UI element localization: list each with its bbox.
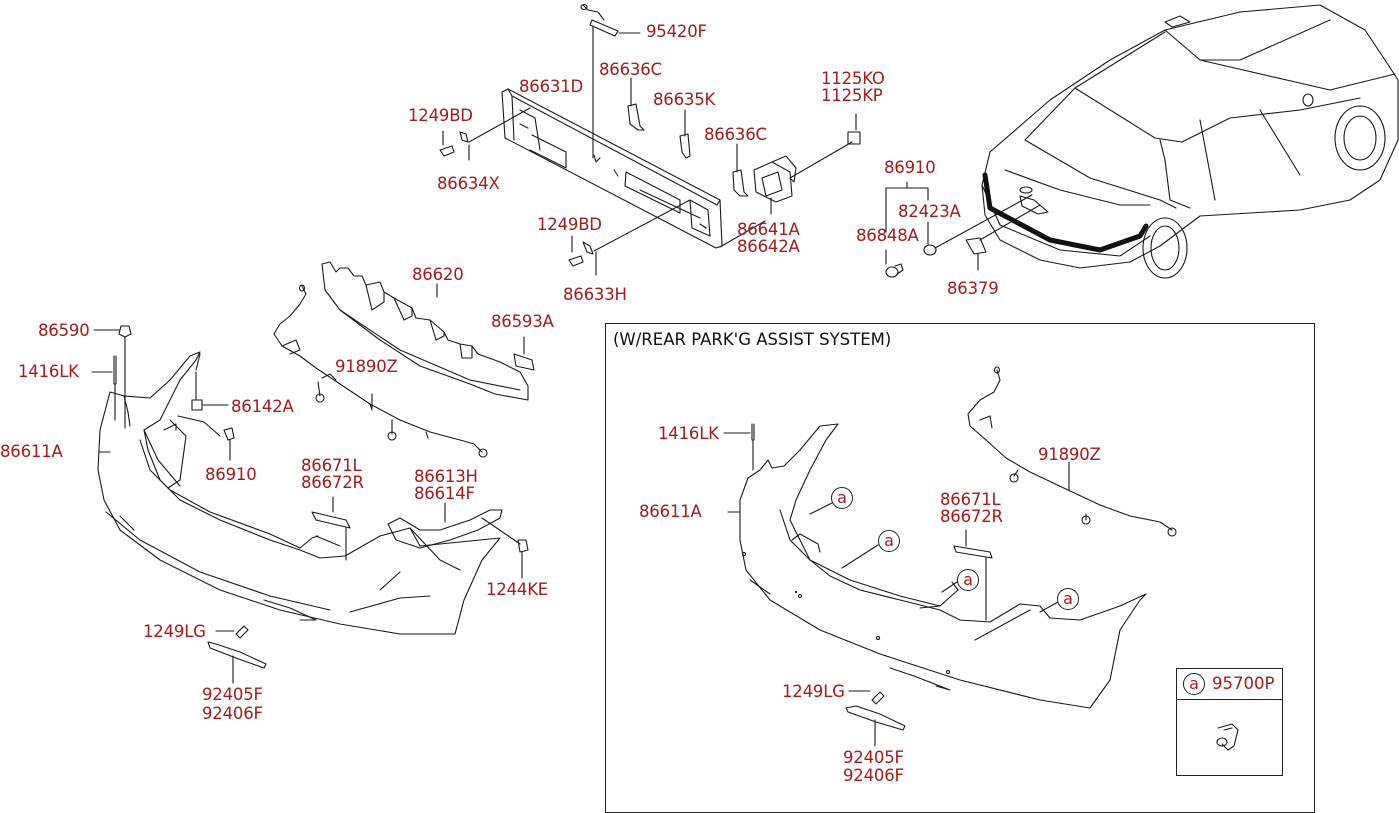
part-label-86620[interactable]: 86620 [412,265,464,284]
inset-part-label-1249LG[interactable]: 1249LG [782,682,845,701]
inset-part-label-92406F[interactable]: 92406F [843,766,904,785]
part-label-86593A[interactable]: 86593A [491,312,554,331]
part-label-91890Z[interactable]: 91890Z [335,357,398,376]
part-95420F-drawing [580,3,641,159]
inset-part-label-86611A[interactable]: 86611A [639,502,702,521]
legend-part-code[interactable]: 95700P [1212,674,1275,693]
part-label-86910[interactable]: 86910 [884,158,936,177]
inset-bumper-drawing [723,423,1147,709]
part-label-86641A[interactable]: 86641A [737,220,800,239]
part-label-86910[interactable]: 86910 [205,465,257,484]
inset-harness-drawing [967,366,1177,537]
legend-header: a 95700P [1177,669,1282,700]
reflector-drawings [207,625,267,684]
part-label-86848A[interactable]: 86848A [856,226,919,245]
bumper-cover-86611A-drawing [97,351,501,635]
sensor-ref-marker[interactable]: a [957,569,979,591]
part-label-1244KE[interactable]: 1244KE [486,580,549,599]
bracket-side-drawings [311,496,529,579]
part-label-86633H[interactable]: 86633H [563,285,627,304]
part-label-95420F[interactable]: 95420F [646,22,707,41]
vehicle-illustration [981,4,1399,279]
parking-sensor-icon [1216,723,1239,751]
part-label-92406F[interactable]: 92406F [202,704,263,723]
energy-absorber-86620-drawing [321,261,535,401]
inset-part-label-1416LK[interactable]: 1416LK [658,424,719,443]
part-label-86590[interactable]: 86590 [38,321,90,340]
part-label-86611A[interactable]: 86611A [0,442,63,461]
part-label-86142A[interactable]: 86142A [231,397,294,416]
bracket-86641A-drawing [719,113,861,248]
part-label-1249BD[interactable]: 1249BD [537,215,602,234]
part-label-1249BD[interactable]: 1249BD [408,106,473,125]
legend-marker: a [1183,673,1205,695]
part-86910-group-drawing [885,181,1041,278]
bolt-clip-drawings [439,107,691,276]
bumper-fastener-drawings [91,325,235,461]
inset-part-label-91890Z[interactable]: 91890Z [1038,445,1101,464]
sensor-legend-box: a 95700P [1176,668,1283,776]
part-label-86636C[interactable]: 86636C [704,125,767,144]
wiring-harness-91890Z-drawing [273,284,488,458]
part-label-86613H[interactable]: 86613H [414,467,478,486]
inset-part-label-92405F[interactable]: 92405F [843,748,904,767]
part-label-82423A[interactable]: 82423A [898,202,961,221]
part-label-1125KO[interactable]: 1125KO [821,69,885,88]
part-label-86614F[interactable]: 86614F [414,484,475,503]
part-label-86634X[interactable]: 86634X [437,174,500,193]
part-label-92405F[interactable]: 92405F [202,685,263,704]
part-label-1125KP[interactable]: 1125KP [821,86,883,105]
part-label-1249LG[interactable]: 1249LG [143,622,206,641]
part-label-1416LK[interactable]: 1416LK [18,362,79,381]
part-label-86379[interactable]: 86379 [947,279,999,298]
part-label-86635K[interactable]: 86635K [653,90,716,109]
sensor-ref-marker[interactable]: a [1057,588,1079,610]
part-label-86636C[interactable]: 86636C [599,60,662,79]
part-label-86631D[interactable]: 86631D [519,77,583,96]
part-label-86642A[interactable]: 86642A [737,237,800,256]
part-label-86672R[interactable]: 86672R [301,473,364,492]
sensor-ref-marker[interactable]: a [831,487,853,509]
bumper-beam-86631D [501,88,723,249]
inset-part-label-86671L[interactable]: 86671L [940,490,1001,509]
sensor-ref-marker[interactable]: a [878,530,900,552]
inset-title: (W/REAR PARK'G ASSIST SYSTEM) [613,330,892,349]
inset-part-label-86672R[interactable]: 86672R [940,507,1003,526]
bracket-drawings [627,77,749,197]
part-label-86671L[interactable]: 86671L [301,456,362,475]
